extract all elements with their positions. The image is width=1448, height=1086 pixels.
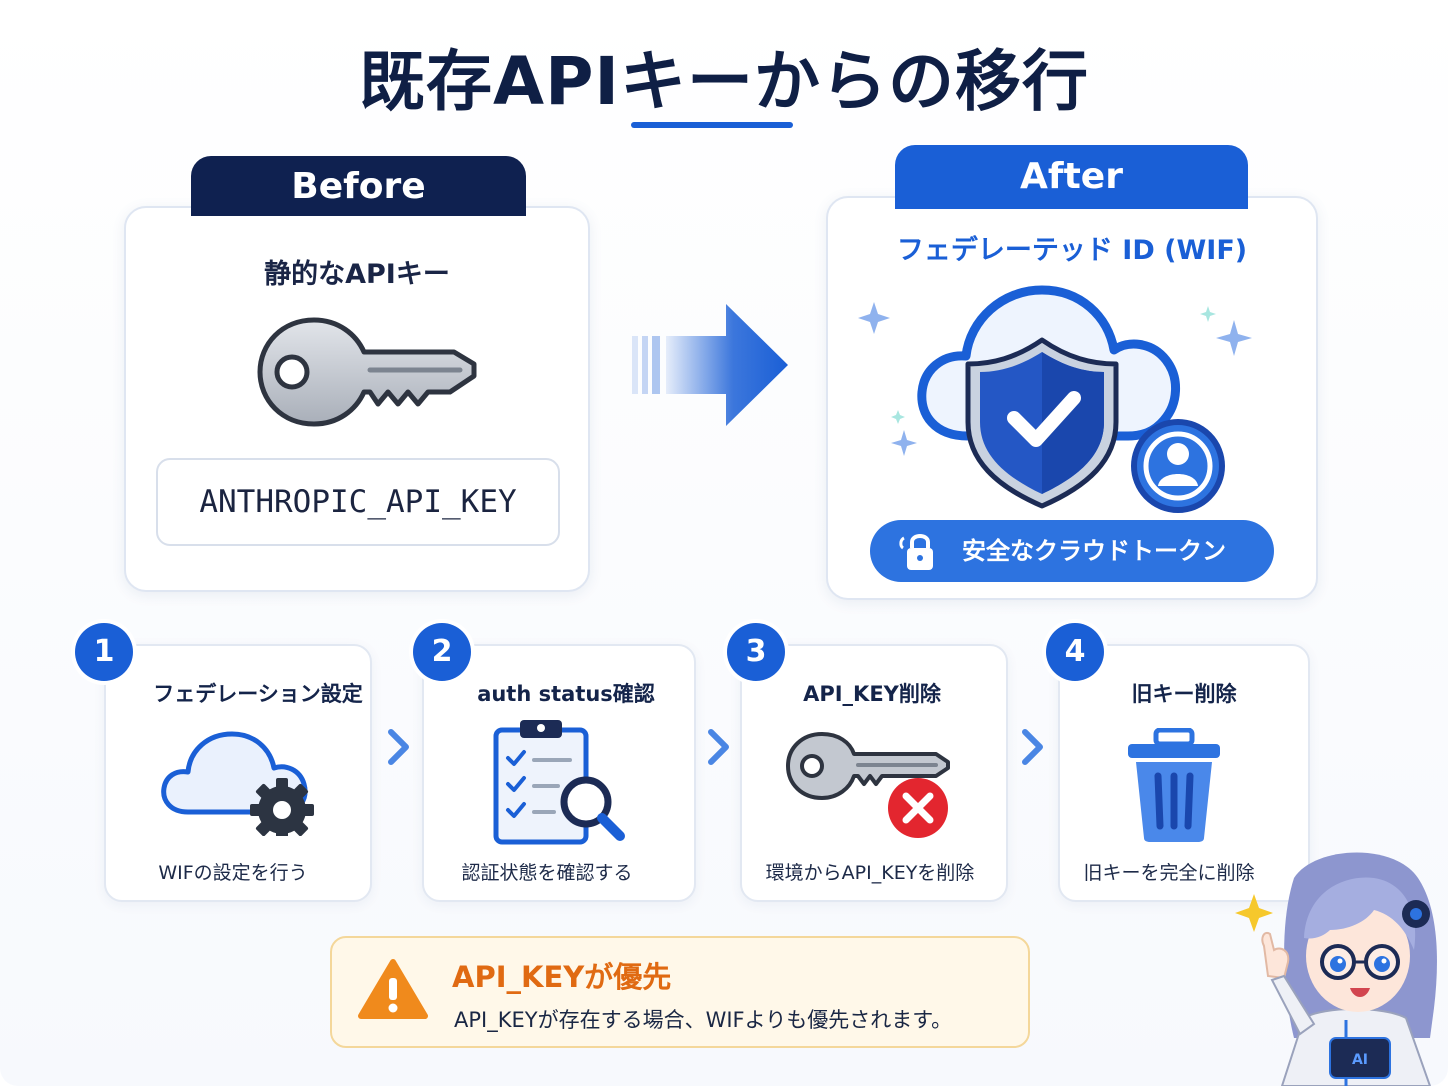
step-title: 旧キー削除 bbox=[1131, 682, 1237, 706]
warning-box: API_KEYが優先 API_KEYが存在する場合、WIFよりも優先されます。 bbox=[330, 936, 1030, 1048]
before-subtitle: 静的なAPIキー bbox=[264, 259, 450, 290]
env-var-box: ANTHROPIC_API_KEY bbox=[156, 458, 560, 546]
key-delete-icon bbox=[786, 732, 950, 838]
mascot-tablet-label: AI bbox=[1352, 1052, 1368, 1068]
step-title: フェデレーション設定 bbox=[153, 682, 363, 706]
step-desc: WIFの設定を行う bbox=[158, 862, 308, 884]
step-number-2: 2 bbox=[413, 623, 471, 681]
cloud-gear-icon bbox=[161, 731, 314, 836]
lock-icon bbox=[899, 534, 933, 570]
static-key-icon bbox=[257, 317, 477, 427]
clipboard-search-icon bbox=[493, 720, 625, 845]
warning-text: API_KEYが存在する場合、WIFよりも優先されます。 bbox=[454, 1008, 953, 1032]
transition-arrow-icon bbox=[632, 304, 788, 426]
step-number-1: 1 bbox=[75, 623, 133, 681]
before-tab: Before bbox=[191, 156, 526, 216]
title-underline bbox=[631, 122, 793, 128]
secure-token-label: 安全なクラウドトークン bbox=[962, 537, 1226, 565]
warning-title: API_KEYが優先 bbox=[452, 960, 672, 994]
step-card-4: 旧キー削除 旧キーを完全に削除 bbox=[1058, 644, 1310, 902]
step-card-3: API_KEY削除 環境からAPI_KEYを削除 bbox=[740, 644, 1008, 902]
step-title: auth status確認 bbox=[477, 682, 655, 706]
step-desc: 旧キーを完全に削除 bbox=[1083, 862, 1255, 884]
step-desc: 環境からAPI_KEYを削除 bbox=[765, 862, 975, 884]
chevron-right-icon bbox=[1022, 729, 1043, 765]
before-panel: 静的なAPIキー ANTHROPIC_API_KEY bbox=[124, 206, 590, 592]
after-panel: フェデレーテッド ID (WIF) bbox=[826, 196, 1318, 600]
secure-token-pill: 安全なクラウドトークン bbox=[870, 520, 1274, 582]
chevron-right-icon bbox=[388, 729, 409, 765]
step-card-1: フェデレーション設定 WIFの設定を行う bbox=[104, 644, 372, 902]
step-number-3: 3 bbox=[727, 623, 785, 681]
cloud-shield-icon bbox=[858, 285, 1252, 513]
step-card-2: auth status確認 認証状態を確認する bbox=[422, 644, 696, 902]
after-subtitle: フェデレーテッド ID (WIF) bbox=[896, 235, 1248, 266]
step-number-4: 4 bbox=[1046, 623, 1104, 681]
page-title: 既存APIキーからの移行 bbox=[358, 43, 1089, 120]
step-title: API_KEY削除 bbox=[803, 682, 941, 706]
after-tab: After bbox=[895, 145, 1248, 209]
chevron-right-icon bbox=[708, 729, 729, 765]
trash-icon bbox=[1128, 728, 1220, 842]
warning-icon bbox=[358, 959, 428, 1019]
ai-mascot-character: AI bbox=[1235, 852, 1437, 1086]
step-desc: 認証状態を確認する bbox=[461, 862, 633, 884]
